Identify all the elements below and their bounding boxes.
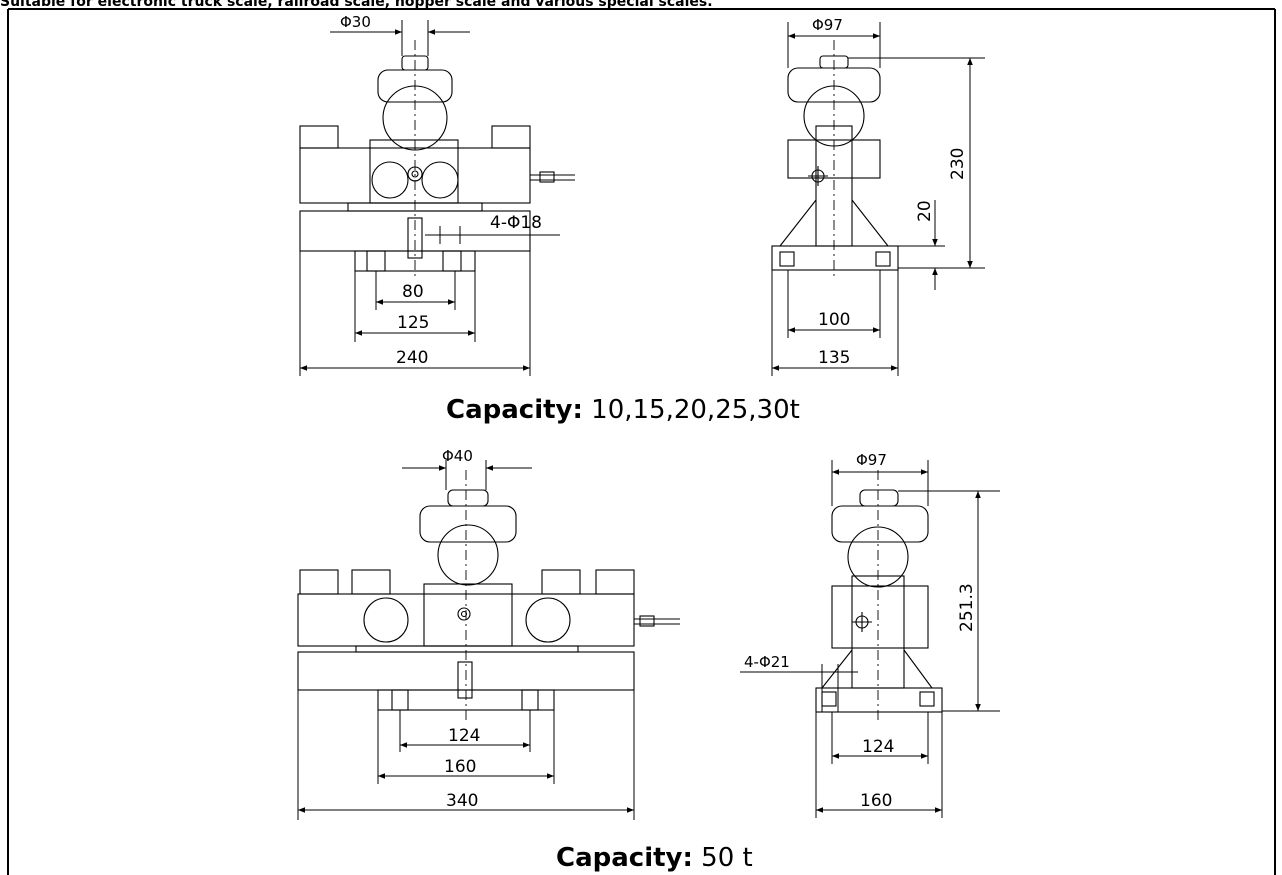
top-side-h230: 230	[948, 148, 968, 180]
bottom-front-pin-dia: Φ40	[442, 447, 473, 465]
bottom-front-dim-160: 160	[444, 757, 476, 777]
top-side-view	[771, 40, 899, 280]
top-front-dim-125: 125	[397, 313, 429, 333]
top-side-dim-135: 135	[818, 348, 850, 368]
bottom-capacity-value: 50 t	[693, 843, 753, 873]
bottom-side-holes: 4-Φ21	[744, 653, 790, 671]
bottom-front-dimensions	[297, 460, 635, 820]
top-front-dimensions	[299, 20, 560, 376]
bottom-front-dim-340: 340	[446, 791, 478, 811]
top-front-holes: 4-Φ18	[490, 213, 542, 233]
bottom-front-dim-124: 124	[448, 726, 480, 746]
bottom-side-view	[815, 470, 943, 720]
top-capacity-label: Capacity:	[446, 395, 583, 425]
header-text: Suitable for electronic truck scale, rai…	[0, 0, 713, 10]
bottom-side-dim-160: 160	[860, 791, 892, 811]
bottom-front-view	[297, 470, 680, 720]
top-side-h20: 20	[915, 200, 935, 222]
top-side-dimensions	[771, 22, 985, 376]
top-capacity: Capacity: 10,15,20,25,30t	[446, 395, 800, 425]
top-front-dim-80: 80	[402, 282, 424, 302]
top-side-dia97: Φ97	[812, 16, 843, 34]
bottom-side-dia97: Φ97	[856, 451, 887, 469]
bottom-capacity: Capacity: 50 t	[556, 843, 753, 873]
top-front-view	[299, 40, 575, 280]
top-front-pin-dia: Φ30	[340, 13, 371, 31]
top-front-dim-240: 240	[396, 348, 428, 368]
bottom-capacity-label: Capacity:	[556, 843, 693, 873]
top-capacity-value: 10,15,20,25,30t	[583, 395, 800, 425]
bottom-side-dimensions	[740, 460, 1000, 818]
frame-border	[7, 8, 1276, 875]
bottom-side-h251: 251.3	[957, 583, 977, 632]
top-side-dim-100: 100	[818, 310, 850, 330]
bottom-side-dim-124: 124	[862, 737, 894, 757]
